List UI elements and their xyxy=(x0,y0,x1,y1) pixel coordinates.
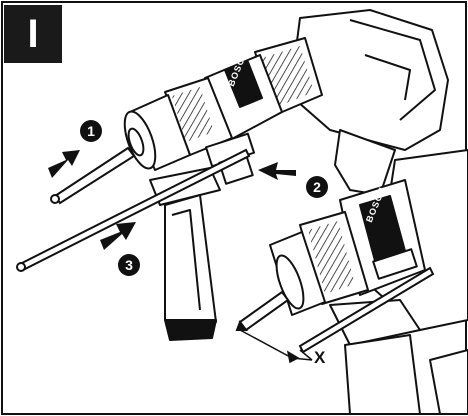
arrow-press-button xyxy=(258,162,296,180)
arrow-insert-rod xyxy=(100,222,136,250)
depth-stop-rod xyxy=(16,148,251,272)
detail-depth-clamp xyxy=(372,248,418,280)
main-drill xyxy=(123,9,449,341)
drill-body xyxy=(289,9,449,151)
step-badge: I xyxy=(4,5,62,63)
step-label: I xyxy=(27,12,39,56)
detail-side-handle xyxy=(344,334,421,415)
callout-3: 3 xyxy=(118,254,140,276)
callout-1: 1 xyxy=(80,120,102,142)
drill-bit xyxy=(50,146,136,205)
dimension-label: X xyxy=(314,348,326,367)
arrow-insert-bit xyxy=(48,150,80,178)
detail-drill-bit xyxy=(235,290,290,332)
dimension-x xyxy=(239,329,313,364)
detail-depth-rod xyxy=(298,266,435,354)
callout-2: 2 xyxy=(306,176,328,198)
